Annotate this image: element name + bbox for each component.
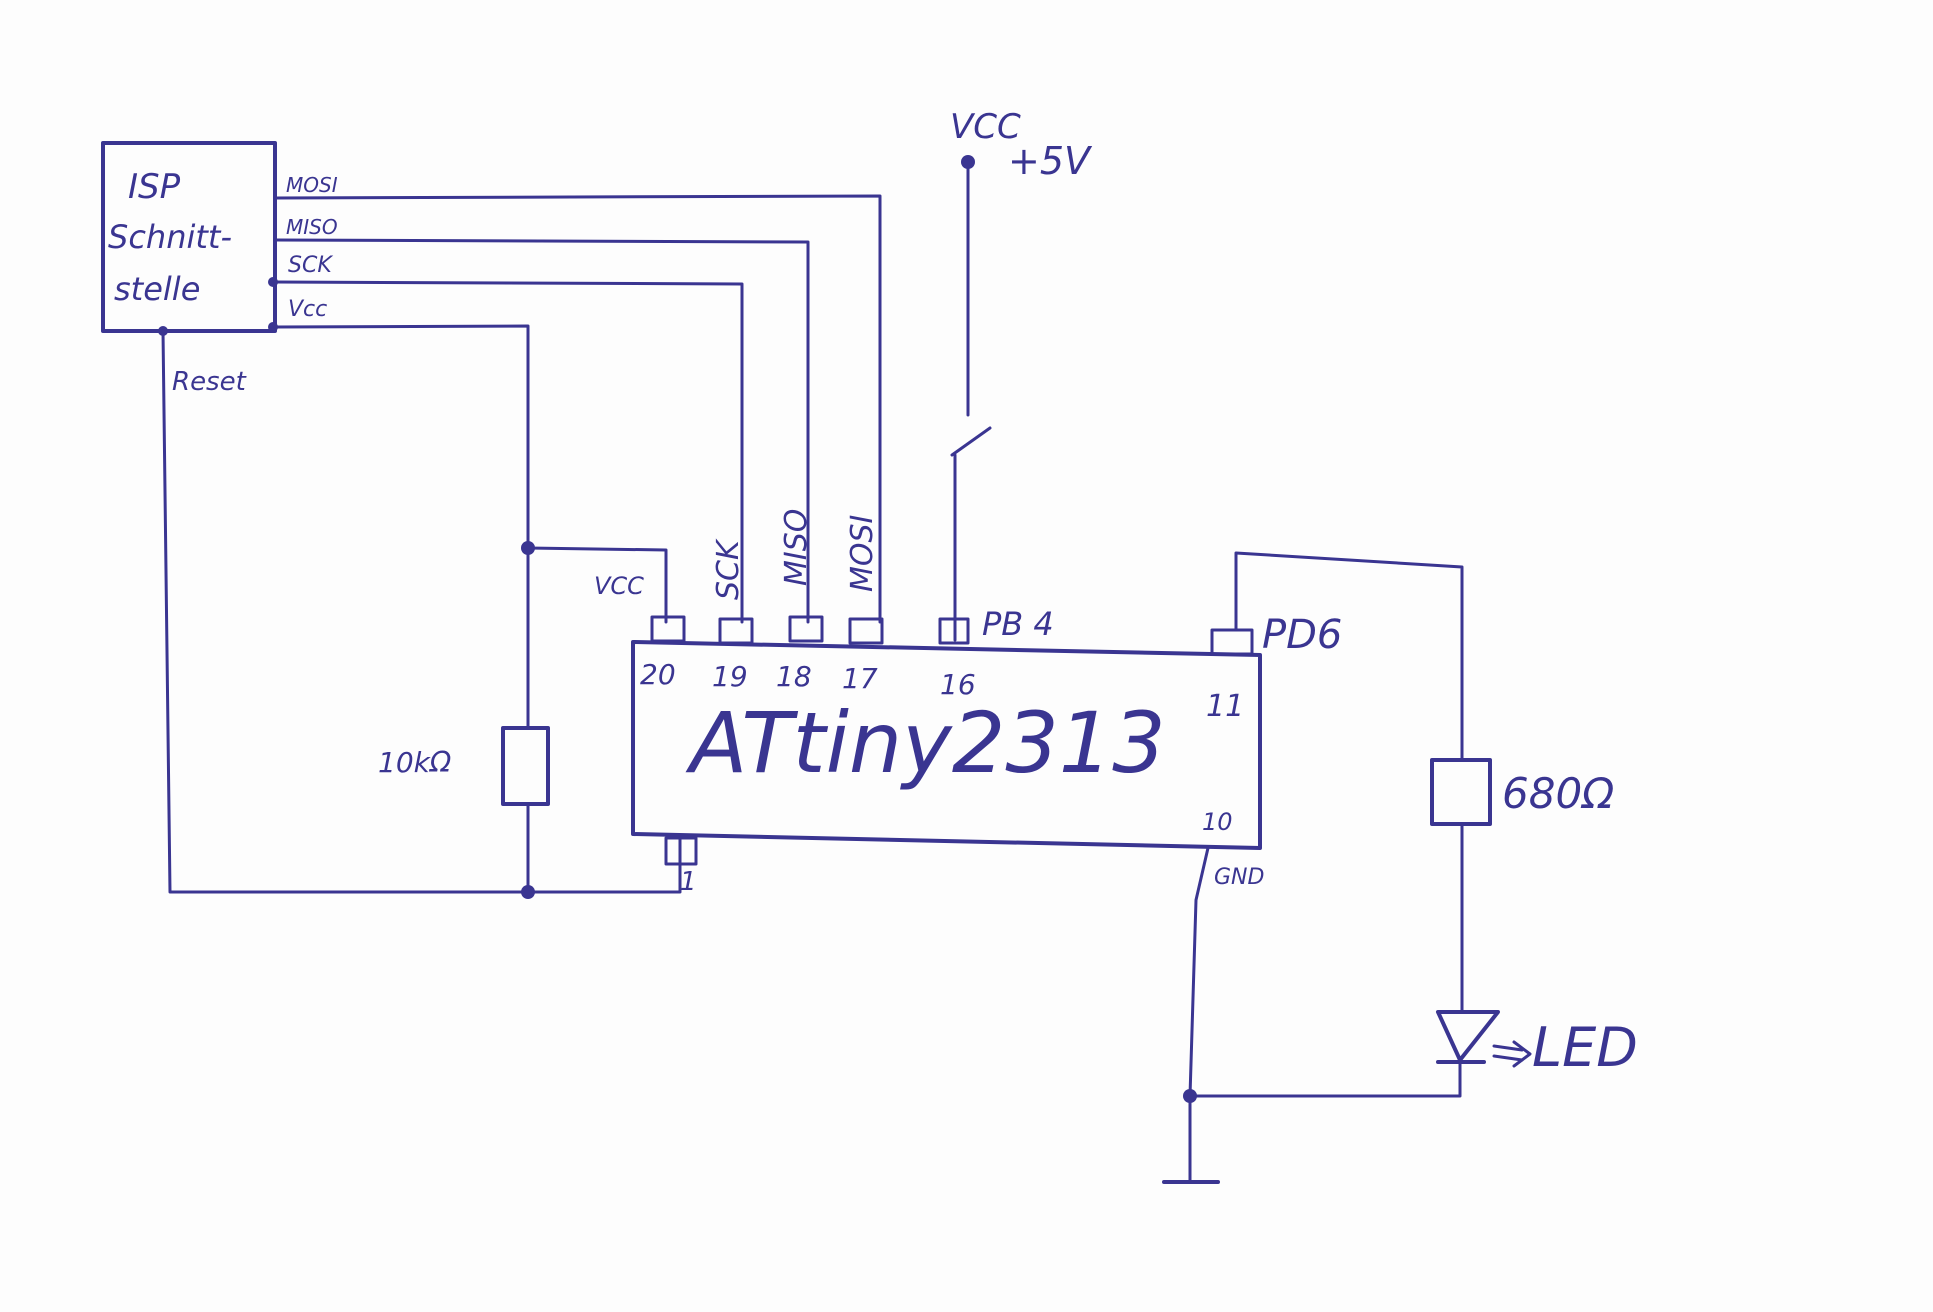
pin18-number: 18 bbox=[776, 660, 812, 693]
isp-pin-mosi-label: MOSI bbox=[286, 173, 338, 197]
isp-pin-miso-label: MISO bbox=[286, 215, 338, 239]
pin1-number: 1 bbox=[680, 867, 697, 897]
pin18-pad bbox=[788, 615, 824, 643]
supply-voltage: +5V bbox=[1008, 139, 1093, 183]
chip-mosi-label: MOSI bbox=[845, 514, 880, 592]
ground bbox=[1162, 846, 1220, 1184]
isp-title-line2: Schnitt- bbox=[108, 218, 232, 256]
chip-name: ATtiny2313 bbox=[685, 694, 1166, 792]
supply-switch: VCC +5V PB 4 bbox=[950, 107, 1093, 643]
led-label: LED bbox=[1532, 1016, 1638, 1079]
pin17-number: 17 bbox=[842, 662, 878, 695]
led-light-arrow-1 bbox=[1492, 1044, 1524, 1052]
pullup-resistor-label: 10kΩ bbox=[378, 746, 452, 779]
switch-lever bbox=[950, 426, 992, 457]
wire-pd6-up bbox=[1234, 551, 1464, 762]
chip-pd6-label: PD6 bbox=[1262, 612, 1342, 658]
isp-pin-vcc-label: Vcc bbox=[288, 297, 327, 322]
chip-sck-label: SCK bbox=[711, 538, 746, 600]
wire-led-to-gnd bbox=[1188, 1060, 1462, 1098]
isp-title-line1: ISP bbox=[128, 167, 181, 207]
supply-label: VCC bbox=[950, 107, 1021, 147]
attiny-chip: ATtiny2313 20 19 18 17 16 11 10 1 VCC SC… bbox=[594, 509, 1342, 897]
pb4-label: PB 4 bbox=[982, 605, 1054, 643]
pin10-number: 10 bbox=[1202, 808, 1233, 836]
isp-box bbox=[101, 141, 277, 333]
isp-sck-dot bbox=[268, 277, 278, 287]
led-light-arrowhead bbox=[1512, 1040, 1532, 1068]
node-reset-junction bbox=[521, 885, 535, 899]
isp-title-line3: stelle bbox=[114, 270, 200, 308]
pin11-pad bbox=[1210, 628, 1254, 656]
isp-pin-sck-label: SCK bbox=[288, 253, 333, 278]
led-circuit: 680Ω LED bbox=[1188, 551, 1638, 1098]
node-vcc-junction bbox=[521, 541, 535, 555]
led-symbol-triangle bbox=[1436, 1010, 1500, 1062]
isp-vcc-dot bbox=[268, 322, 278, 332]
pullup-resistor-body bbox=[501, 726, 550, 806]
pin1-pad bbox=[664, 836, 698, 866]
wire-gnd bbox=[1188, 846, 1210, 1182]
wire-mosi bbox=[273, 194, 882, 624]
pin20-number: 20 bbox=[640, 658, 676, 691]
led-resistor-label: 680Ω bbox=[1502, 769, 1614, 818]
led-resistor-body bbox=[1430, 758, 1492, 826]
pin16-pad bbox=[938, 617, 970, 645]
isp-wires bbox=[161, 194, 882, 899]
pin11-number: 11 bbox=[1206, 689, 1244, 724]
led-light-arrow-2 bbox=[1492, 1054, 1524, 1062]
pin17-pad bbox=[848, 617, 884, 645]
wire-sck bbox=[273, 280, 744, 624]
node-gnd-junction bbox=[1183, 1089, 1197, 1103]
isp-pin-reset-label: Reset bbox=[172, 367, 247, 397]
pin19-number: 19 bbox=[712, 660, 748, 693]
wire-reset bbox=[161, 329, 682, 894]
pin16-number: 16 bbox=[940, 668, 976, 701]
pin20-pad bbox=[650, 615, 686, 643]
pullup-resistor: 10kΩ bbox=[378, 726, 550, 806]
isp-interface: ISP Schnitt- stelle MOSI MISO SCK Vcc Re… bbox=[101, 141, 338, 397]
chip-vcc-label: VCC bbox=[594, 572, 644, 600]
pin19-pad bbox=[718, 617, 754, 645]
chip-body bbox=[631, 640, 1262, 850]
chip-gnd-label: GND bbox=[1214, 865, 1264, 890]
wire-miso bbox=[273, 238, 810, 624]
chip-miso-label: MISO bbox=[779, 509, 814, 586]
